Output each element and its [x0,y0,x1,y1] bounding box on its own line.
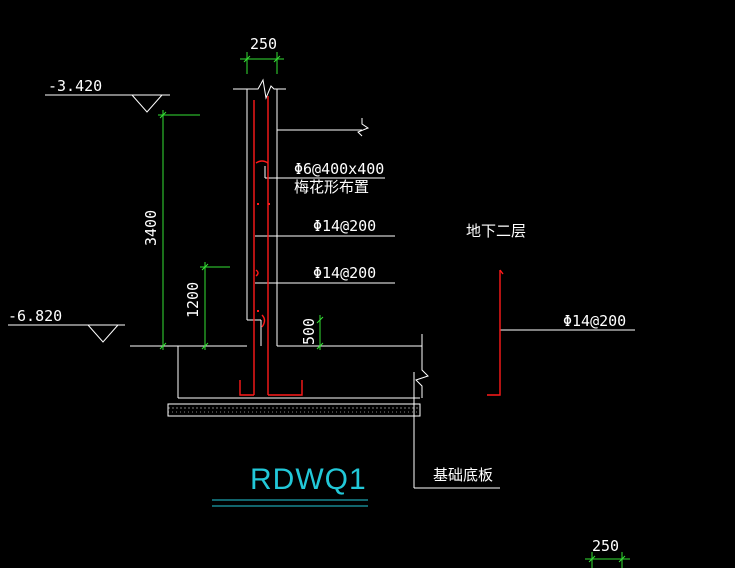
rebar-tie-note: 梅花形布置 [294,178,369,196]
dim-height-lower: 1200 [184,282,202,318]
elevation-bottom: -6.820 [8,307,62,325]
base-plate-label: 基础底板 [433,466,493,484]
drawing-title: RDWQ1 [250,463,367,496]
rebar-lines [239,96,504,396]
dim-height-total: 3400 [142,210,160,246]
dim-wall-thickness: 250 [250,35,277,53]
rebar-vertical-1-label: Φ14@200 [313,217,376,235]
elevation-top: -3.420 [48,77,102,95]
rebar-tie-label: Φ6@400x400 [294,160,384,178]
basement-label: 地下二层 [466,222,526,240]
foundation-pad [167,403,421,417]
wall-outline [8,78,635,489]
dimension-lines [158,52,630,568]
dim-bottom-right: 250 [592,537,619,555]
rebar-vertical-2-label: Φ14@200 [313,264,376,282]
dim-step: 500 [300,318,318,345]
rebar-dots [257,203,270,312]
rebar-inner-label: Φ14@200 [563,312,626,330]
title-underline [212,499,368,507]
